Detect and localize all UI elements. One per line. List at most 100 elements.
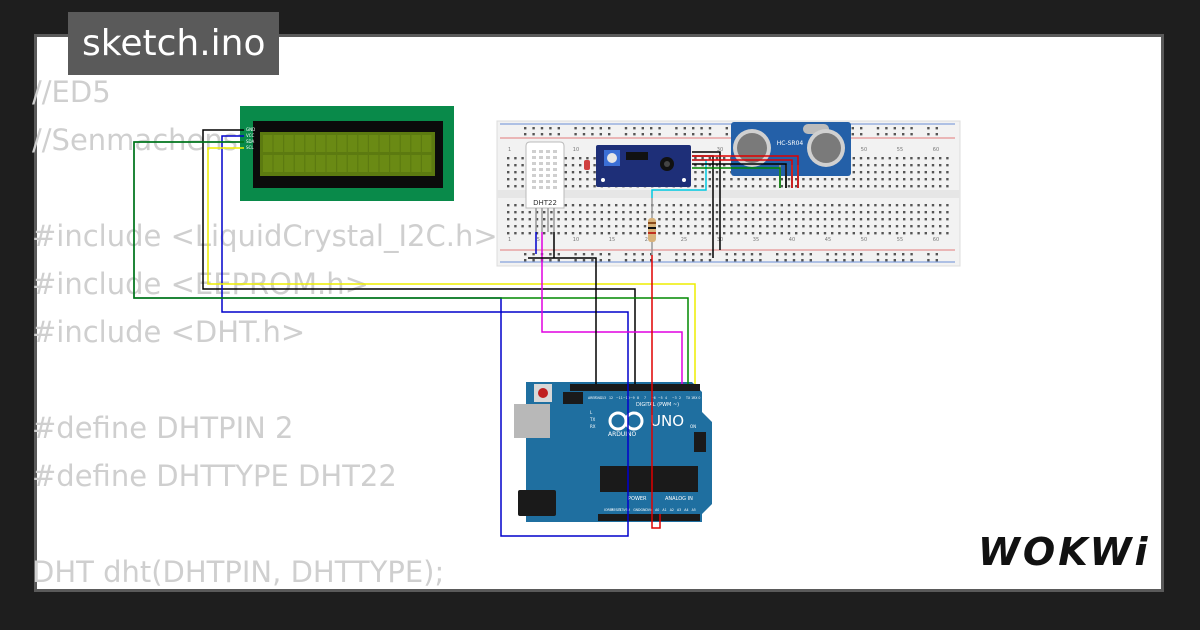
breadboard-hole: [867, 218, 870, 221]
ultrasonic-sensor[interactable]: HC-SR04: [731, 122, 851, 188]
breadboard-hole: [607, 211, 611, 214]
file-tab[interactable]: sketch.ino: [68, 12, 280, 75]
breadboard-hole: [543, 232, 546, 235]
breadboard-hole: [524, 133, 527, 136]
breadboard-hole: [895, 178, 899, 181]
breadboard-hole: [582, 259, 586, 262]
breadboard-hole: [540, 127, 544, 130]
breadboard-hole: [859, 171, 863, 174]
breadboard-hole: [895, 204, 899, 207]
breadboard-hole: [903, 232, 906, 235]
lcd-cell: [390, 155, 400, 172]
breadboard-hole: [744, 178, 747, 181]
breadboard-hole: [845, 211, 848, 214]
breadboard-hole: [874, 171, 877, 174]
breadboard-hole: [834, 259, 838, 262]
breadboard-hole: [917, 178, 920, 181]
breadboard-hole: [600, 204, 603, 207]
breadboard-hole: [924, 157, 927, 160]
breadboard-hole: [859, 232, 863, 235]
breadboard-hole: [715, 178, 719, 181]
wires: [133, 129, 799, 537]
dht-vent: [553, 168, 557, 171]
breadboard-hole: [679, 225, 683, 228]
breadboard-hole: [723, 218, 726, 221]
breadboard-hole: [701, 225, 704, 228]
led-red[interactable]: [584, 160, 590, 170]
breadboard-hole: [939, 211, 942, 214]
breadboard-hole: [582, 133, 586, 136]
breadboard-hole: [895, 218, 899, 221]
arduino-pin-label: 8: [637, 396, 639, 400]
breadboard-hole: [564, 225, 567, 228]
breadboard-hole: [535, 218, 539, 221]
breadboard-hole: [795, 225, 798, 228]
breadboard-hole: [708, 157, 711, 160]
breadboard-hole: [622, 225, 625, 228]
breadboard-hole: [931, 211, 935, 214]
breadboard-hole: [910, 211, 913, 214]
lcd-cell: [305, 135, 315, 152]
breadboard-hole: [766, 218, 769, 221]
lcd-display[interactable]: GND VCC SDA SCL: [240, 106, 454, 201]
arduino-pin-label: RX 0: [693, 396, 700, 400]
resistor[interactable]: [648, 198, 656, 255]
breadboard-hole: [823, 218, 827, 221]
breadboard-hole: [543, 225, 546, 228]
breadboard-hole: [876, 253, 880, 256]
breadboard-hole: [636, 225, 639, 228]
sensor-module[interactable]: [596, 145, 691, 187]
arduino-bottom-pin-label: A2: [670, 508, 674, 512]
breadboard[interactable]: 1155101015152020252530303535404045455050…: [496, 120, 961, 267]
breadboard-hole: [874, 204, 877, 207]
breadboard-hole: [917, 157, 920, 160]
dht-vent: [532, 156, 536, 159]
breadboard-hole: [549, 133, 552, 136]
breadboard-hole: [591, 253, 594, 256]
breadboard-hole: [851, 133, 854, 136]
arduino-uno[interactable]: ARDUINO UNO DIGITAL (PWM ~) POWER ANALOG…: [514, 382, 712, 522]
breadboard-hole: [737, 218, 740, 221]
breadboard-hole: [579, 204, 582, 207]
breadboard-column-number: 30: [717, 147, 723, 153]
arduino-on-label: ON: [690, 424, 696, 429]
breadboard-hole: [683, 127, 686, 130]
breadboard-hole: [579, 157, 582, 160]
breadboard-hole: [564, 171, 567, 174]
breadboard-hole: [924, 225, 927, 228]
breadboard-hole: [903, 211, 906, 214]
breadboard-hole: [939, 178, 942, 181]
dht-vent: [553, 186, 557, 189]
breadboard-hole: [845, 185, 848, 188]
breadboard-hole: [845, 232, 848, 235]
breadboard-hole: [809, 218, 812, 221]
breadboard-hole: [708, 127, 712, 130]
arduino-bottom-pin-label: A3: [677, 508, 681, 512]
breadboard-hole: [600, 232, 603, 235]
breadboard-hole: [874, 225, 877, 228]
breadboard-hole: [723, 178, 726, 181]
breadboard-hole: [885, 127, 888, 130]
breadboard-hole: [633, 259, 636, 262]
breadboard-hole: [550, 211, 553, 214]
breadboard-hole: [643, 225, 647, 228]
breadboard-hole: [910, 204, 913, 207]
breadboard-hole: [888, 171, 891, 174]
breadboard-hole: [852, 157, 855, 160]
arduino-bottom-pin-label: A0: [655, 508, 659, 512]
arduino-led-label: RX: [590, 424, 596, 429]
breadboard-hole: [780, 178, 783, 181]
breadboard-hole: [845, 204, 848, 207]
breadboard-hole: [715, 232, 719, 235]
breadboard-hole: [633, 253, 636, 256]
dht22-sensor[interactable]: DHT22: [525, 141, 565, 232]
breadboard-hole: [852, 225, 855, 228]
breadboard-hole: [641, 253, 644, 256]
breadboard-hole: [838, 211, 841, 214]
breadboard-hole: [910, 164, 913, 167]
breadboard-hole: [650, 127, 653, 130]
breadboard-hole: [852, 171, 855, 174]
ultrasonic-label: HC-SR04: [777, 140, 804, 147]
breadboard-hole: [658, 259, 661, 262]
breadboard-hole: [586, 157, 589, 160]
